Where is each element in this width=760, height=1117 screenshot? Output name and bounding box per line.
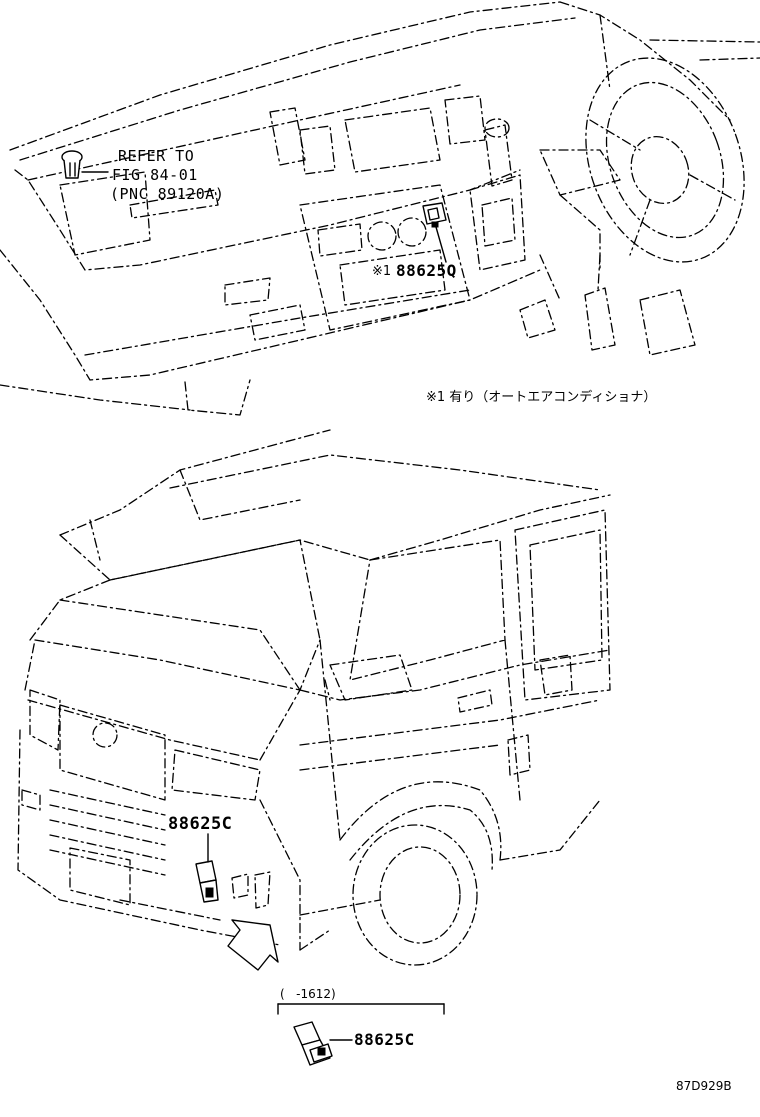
part-88625c-lower-label: 88625C	[354, 1030, 415, 1049]
sensor-detail-icon	[293, 1021, 333, 1066]
sensor-q-leader-line	[435, 226, 447, 263]
refer-to-label: REFER TO	[118, 147, 195, 165]
van-illustration	[17, 429, 611, 966]
part-q-prefix: ※1	[372, 264, 392, 279]
figure-code: 87D929B	[676, 1079, 732, 1093]
dashboard-illustration	[0, 1, 760, 416]
option-note-jp: ※1 有り（オートエアコンディショナ）	[426, 390, 657, 405]
part-88625q-label: 88625Q	[396, 261, 457, 280]
refer-fig-label: FIG 84-01	[112, 166, 198, 184]
refer-pnc-label: (PNC 89120A)	[110, 185, 225, 203]
part-88625c-upper-label: 88625C	[168, 814, 233, 834]
bumper-sensor-icon	[195, 860, 219, 903]
view-arrow-icon	[227, 919, 279, 971]
ambient-sensor-icon	[422, 202, 447, 228]
date-range-label: ( -1612)	[280, 987, 336, 1001]
detail-bracket	[277, 1003, 445, 1015]
clip-icon	[61, 150, 83, 179]
